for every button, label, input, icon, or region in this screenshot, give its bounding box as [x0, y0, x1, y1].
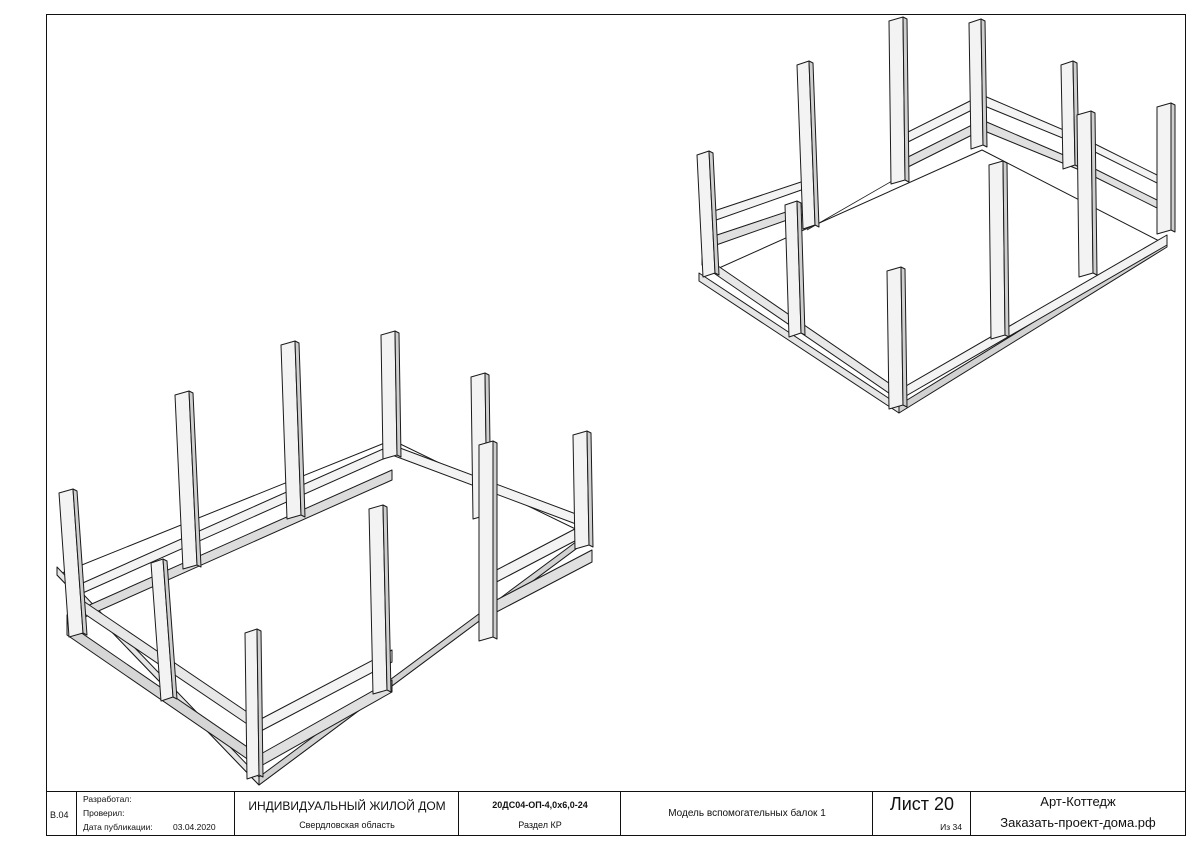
object-cell: ИНДИВИДУАЛЬНЫЙ ЖИЛОЙ ДОМ Свердловская об… [235, 792, 459, 836]
developed-label: Разработал: [83, 794, 132, 804]
revision-cell: B.04 [47, 792, 77, 836]
company-cell: Арт-Коттедж Заказать-проект-дома.рф [971, 792, 1185, 836]
beam-right-lower [1086, 164, 1168, 214]
sheet-title: Модель вспомогательных балок 1 [668, 808, 826, 819]
posts-right-model [696, 16, 1176, 410]
beam-right-upper [1086, 139, 1168, 189]
sheet-title-cell: Модель вспомогательных балок 1 [621, 792, 873, 836]
sheet-number: Лист 20 [889, 794, 955, 814]
model-view-left [56, 330, 594, 786]
company-name: Арт-Коттедж [1040, 794, 1116, 809]
section-label: Раздел КР [518, 820, 562, 830]
code-cell: 20ДС04-ОП-4,0х6,0-24 Раздел КР [459, 792, 621, 836]
drawing-area [47, 15, 1185, 791]
posts-left-model [58, 330, 594, 780]
object-title: ИНДИВИДУАЛЬНЫЙ ЖИЛОЙ ДОМ [248, 799, 446, 813]
revision-code: B.04 [50, 810, 69, 820]
company-website: Заказать-проект-дома.рф [1000, 815, 1156, 830]
checked-label: Проверил: [83, 808, 125, 818]
signatures-cell: Разработал: Проверил: Дата публикации: 0… [77, 792, 235, 836]
published-date: 03.04.2020 [173, 822, 216, 832]
beam-back-left-lower [66, 469, 393, 626]
drawing-sheet: B.04 Разработал: Проверил: Дата публикац… [46, 14, 1186, 836]
base-slab-left [698, 272, 900, 414]
title-block: B.04 Разработал: Проверил: Дата публикац… [47, 791, 1185, 836]
region: Свердловская область [299, 820, 395, 830]
project-code: 20ДС04-ОП-4,0х6,0-24 [492, 800, 588, 810]
sheet-number-cell: Лист 20 Из 34 [873, 792, 971, 836]
model-view-right [696, 16, 1176, 414]
beam-back-upper [901, 94, 1088, 149]
published-label: Дата публикации: [83, 822, 153, 832]
floor-diagonal-line [806, 176, 900, 231]
sheet-total: Из 34 [940, 822, 962, 832]
beam-model-views [56, 16, 1176, 786]
